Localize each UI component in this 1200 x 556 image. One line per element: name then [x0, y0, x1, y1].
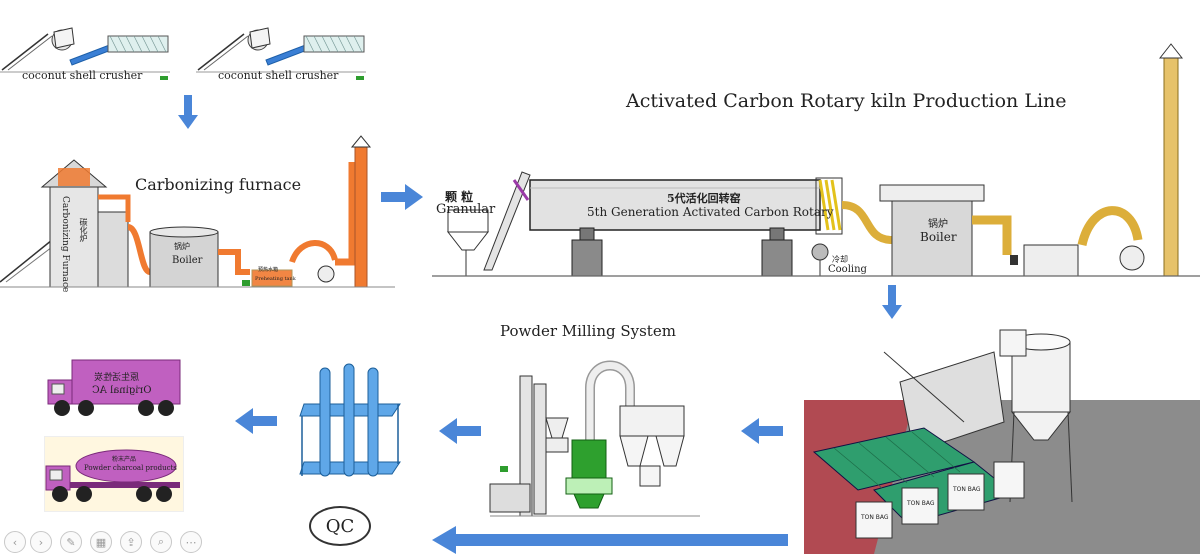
- test-tube-rack: [299, 363, 401, 477]
- truck2-label-cn: 粉末产品: [112, 456, 137, 463]
- preheating-tank-label-cn: 预热水箱: [258, 267, 279, 273]
- kiln-label-en: 5th Generation Activated Carbon Rotary: [587, 205, 834, 219]
- crusher-label-1: coconut shell crusher: [22, 69, 143, 82]
- carbonizing-title: Carbonizing furnace: [135, 175, 302, 194]
- carbonizing-plant: [0, 135, 395, 288]
- granular-label-cn: 颗 粒: [445, 190, 474, 204]
- powder-milling-plant: [489, 360, 700, 517]
- boiler-label-cn-1: 锅炉: [174, 242, 190, 251]
- truck-powder-products: [45, 449, 180, 502]
- flow-arrow-down-1: [178, 95, 198, 129]
- more-icon[interactable]: ⋯: [180, 531, 202, 553]
- ton-bag-label-2: TON BAG: [907, 500, 935, 507]
- boiler-label-cn-2: 锅炉: [928, 219, 948, 230]
- share-icon[interactable]: ⇪: [120, 531, 142, 553]
- gallery-icon[interactable]: ▦: [90, 531, 112, 553]
- crusher-illustration-2: [196, 27, 366, 80]
- rotary-kiln-plant: [432, 43, 1200, 277]
- flow-arrow-left-1: [741, 418, 783, 444]
- flow-arrow-left-long: [432, 526, 788, 554]
- qc-label: QC: [325, 515, 355, 537]
- prev-icon[interactable]: ‹: [4, 531, 26, 553]
- granular-label-en: Granular: [436, 202, 496, 217]
- cooling-label-en: Cooling: [828, 264, 867, 275]
- pen-icon[interactable]: ✎: [60, 531, 82, 553]
- kiln-label-cn: 5代活化回转窑: [667, 192, 741, 205]
- truck2-label-en: Powder charcoal products: [84, 464, 177, 472]
- truck1-label-en: Original AC: [92, 385, 152, 396]
- preheating-tank-label-en: Preheating tank: [255, 276, 296, 282]
- crusher-label-2: coconut shell crusher: [218, 69, 339, 82]
- truck-original-ac: [47, 359, 181, 416]
- boiler-label-en-2: Boiler: [920, 230, 957, 244]
- rotary-line-title: Activated Carbon Rotary kiln Production …: [626, 90, 1067, 112]
- ton-bag-label-1: TON BAG: [861, 514, 889, 521]
- flow-arrow-left-2: [439, 418, 481, 444]
- cooling-label-cn: 冷却: [832, 255, 848, 264]
- flow-arrow-down-2: [882, 285, 902, 319]
- ton-bag-label-3: TON BAG: [953, 486, 981, 493]
- carbonizing-furnace-label-cn: 碳化炉: [79, 218, 88, 242]
- qc-badge: QC: [309, 506, 371, 546]
- packing-plant: [804, 329, 1200, 554]
- boiler-label-en-1: Boiler: [172, 255, 203, 266]
- next-icon[interactable]: ›: [30, 531, 52, 553]
- flow-arrow-left-3: [235, 408, 277, 434]
- zoom-icon[interactable]: ⌕: [150, 531, 172, 553]
- truck1-label-cn: 原生活性炭: [94, 373, 140, 383]
- flow-arrow-right-1: [381, 184, 423, 210]
- carbonizing-furnace-label-en: Carbonizing Furnace: [60, 196, 70, 293]
- milling-title: Powder Milling System: [500, 322, 676, 340]
- crusher-illustration-1: [0, 27, 170, 80]
